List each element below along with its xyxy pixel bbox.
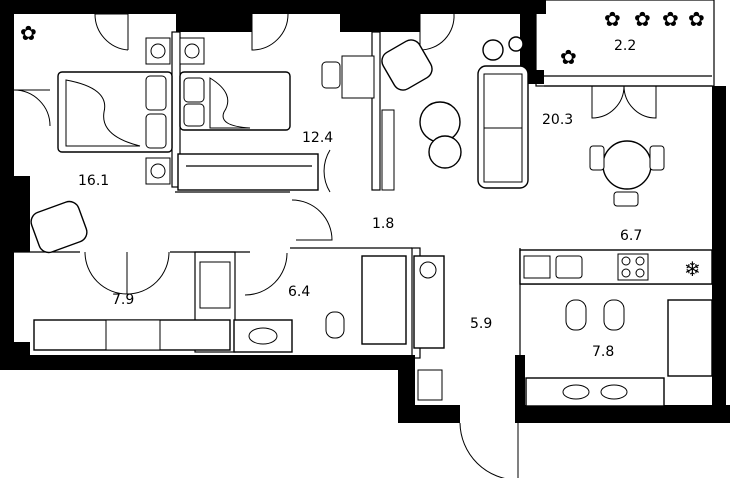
door-balcony-right xyxy=(623,85,657,119)
bedroom-large-furniture: ✿ xyxy=(20,21,173,254)
wardrobe-furniture xyxy=(33,261,231,351)
shower xyxy=(667,299,713,377)
plant-icon: ✿ xyxy=(662,7,679,31)
dresser xyxy=(177,153,319,191)
wardrobe-column xyxy=(381,109,395,191)
door-bathroom-small xyxy=(244,252,288,296)
dining-chair xyxy=(613,191,639,207)
desk-chair xyxy=(321,61,341,89)
door-wardrobe-left xyxy=(84,251,128,295)
desk xyxy=(341,55,375,99)
interior-walls xyxy=(14,0,715,405)
door-bedroom-small-top xyxy=(251,13,289,51)
bedroom-small-furniture xyxy=(177,37,395,191)
plant-icon: ✿ xyxy=(560,45,577,69)
toilet xyxy=(325,311,345,339)
dishwasher xyxy=(523,255,551,279)
kitchen-counter xyxy=(519,249,713,285)
dining-chair xyxy=(589,145,605,171)
dining-chair xyxy=(649,145,665,171)
outer-walls xyxy=(0,0,730,423)
balcony-plants: ✿ ✿ ✿ ✿ ✿ xyxy=(560,7,705,69)
bathroom-small-furniture xyxy=(233,255,407,353)
area-hall: 5.9 xyxy=(470,316,492,332)
bidet xyxy=(603,299,625,331)
basin xyxy=(248,327,278,345)
door-bedroom-small-side xyxy=(323,149,331,193)
area-labels: 16.1 12.4 2.2 20.3 1.8 6.7 7.9 6.4 5.9 7… xyxy=(78,38,642,360)
door-wardrobe-right xyxy=(126,251,170,295)
pillow xyxy=(145,75,167,111)
door-living-top xyxy=(419,13,455,51)
basin xyxy=(562,384,590,400)
area-kitchen-zone: 6.7 xyxy=(620,228,642,244)
plant-icon: ✿ xyxy=(634,7,651,31)
basin xyxy=(600,384,628,400)
double-bed-small xyxy=(179,71,291,131)
shoe-bench xyxy=(417,369,443,401)
area-balcony: 2.2 xyxy=(614,38,636,54)
fridge-icon: ❄ xyxy=(684,257,701,281)
door-balcony-left xyxy=(591,85,625,119)
plant-icon: ✿ xyxy=(688,7,705,31)
area-wardrobe: 7.9 xyxy=(112,292,134,308)
area-bathroom-large: 7.8 xyxy=(592,344,614,360)
cooktop xyxy=(617,253,649,281)
sink xyxy=(555,255,583,279)
door-bedroom-top-left xyxy=(94,13,129,51)
area-corridor: 1.8 xyxy=(372,216,394,232)
living-furniture xyxy=(381,36,665,207)
toilet xyxy=(565,299,587,331)
armchair xyxy=(30,200,88,254)
area-bathroom-small: 6.4 xyxy=(288,284,310,300)
plant-icon: ✿ xyxy=(604,7,621,31)
double-vanity xyxy=(525,377,665,407)
door-bedroom-large xyxy=(13,89,51,127)
coffee-table xyxy=(419,101,461,143)
dining-table xyxy=(602,140,652,190)
area-bedroom-large: 16.1 xyxy=(78,173,109,189)
side-table xyxy=(428,135,462,169)
floor-lamp xyxy=(482,39,504,61)
pillow xyxy=(145,113,167,149)
armchair-living xyxy=(381,39,433,91)
bathtub xyxy=(361,255,407,345)
shoe-rack xyxy=(199,261,231,309)
area-living-kitchen: 20.3 xyxy=(542,112,573,128)
pillow xyxy=(183,103,205,127)
plant-icon: ✿ xyxy=(20,21,37,45)
area-bedroom-small: 12.4 xyxy=(302,130,333,146)
bathroom-large-furniture xyxy=(525,299,713,407)
door-corridor xyxy=(291,199,333,241)
pillow xyxy=(183,77,205,103)
kitchen-furniture: ❄ xyxy=(519,249,713,285)
lamp-small xyxy=(508,36,524,52)
door-entrance xyxy=(459,422,519,478)
hall-furniture xyxy=(413,255,445,401)
